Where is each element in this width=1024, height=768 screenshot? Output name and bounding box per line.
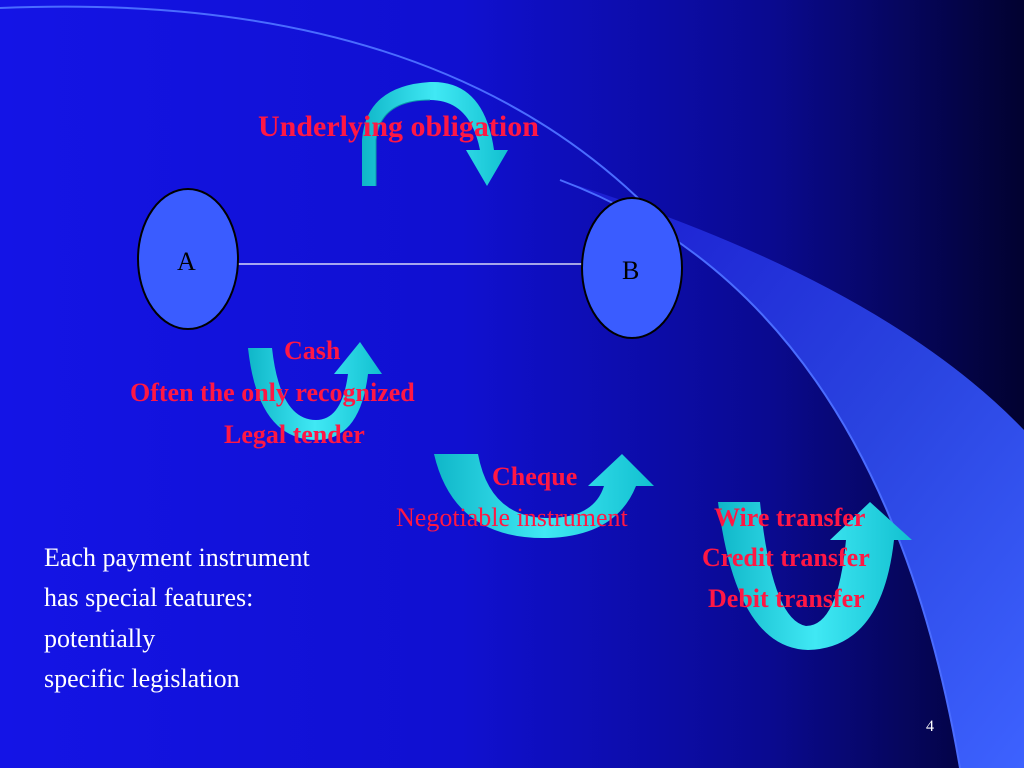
note-line: potentially bbox=[44, 624, 156, 653]
curved-band bbox=[560, 180, 1024, 768]
uturn-arrow-icon bbox=[434, 454, 654, 539]
transfer-item: Credit transfer bbox=[702, 543, 870, 572]
cheque-subtitle: Negotiable instrument bbox=[396, 503, 628, 532]
cheque-title: Cheque bbox=[492, 462, 578, 491]
node-b-circle bbox=[581, 197, 683, 339]
note-line: has special features: bbox=[44, 583, 254, 612]
cash-desc-line2: Legal tender bbox=[224, 420, 365, 449]
node-a-label: A bbox=[177, 247, 196, 276]
thin-arc bbox=[0, 5, 641, 201]
cash-title: Cash bbox=[284, 336, 341, 365]
node-b-label: B bbox=[622, 256, 640, 285]
curved-arrow-icon bbox=[362, 81, 508, 186]
note-line: Each payment instrument bbox=[44, 543, 310, 572]
note-line: specific legislation bbox=[44, 664, 240, 693]
page-number: 4 bbox=[926, 718, 934, 735]
transfer-item: Debit transfer bbox=[708, 584, 865, 613]
transfer-item: Wire transfer bbox=[714, 503, 866, 532]
node-a-circle bbox=[137, 188, 239, 330]
uturn-arrow-icon bbox=[248, 342, 382, 440]
diagram-title: Underlying obligation bbox=[258, 110, 539, 143]
uturn-arrow-icon bbox=[718, 502, 912, 650]
cash-desc-line1: Often the only recognized bbox=[130, 378, 415, 407]
